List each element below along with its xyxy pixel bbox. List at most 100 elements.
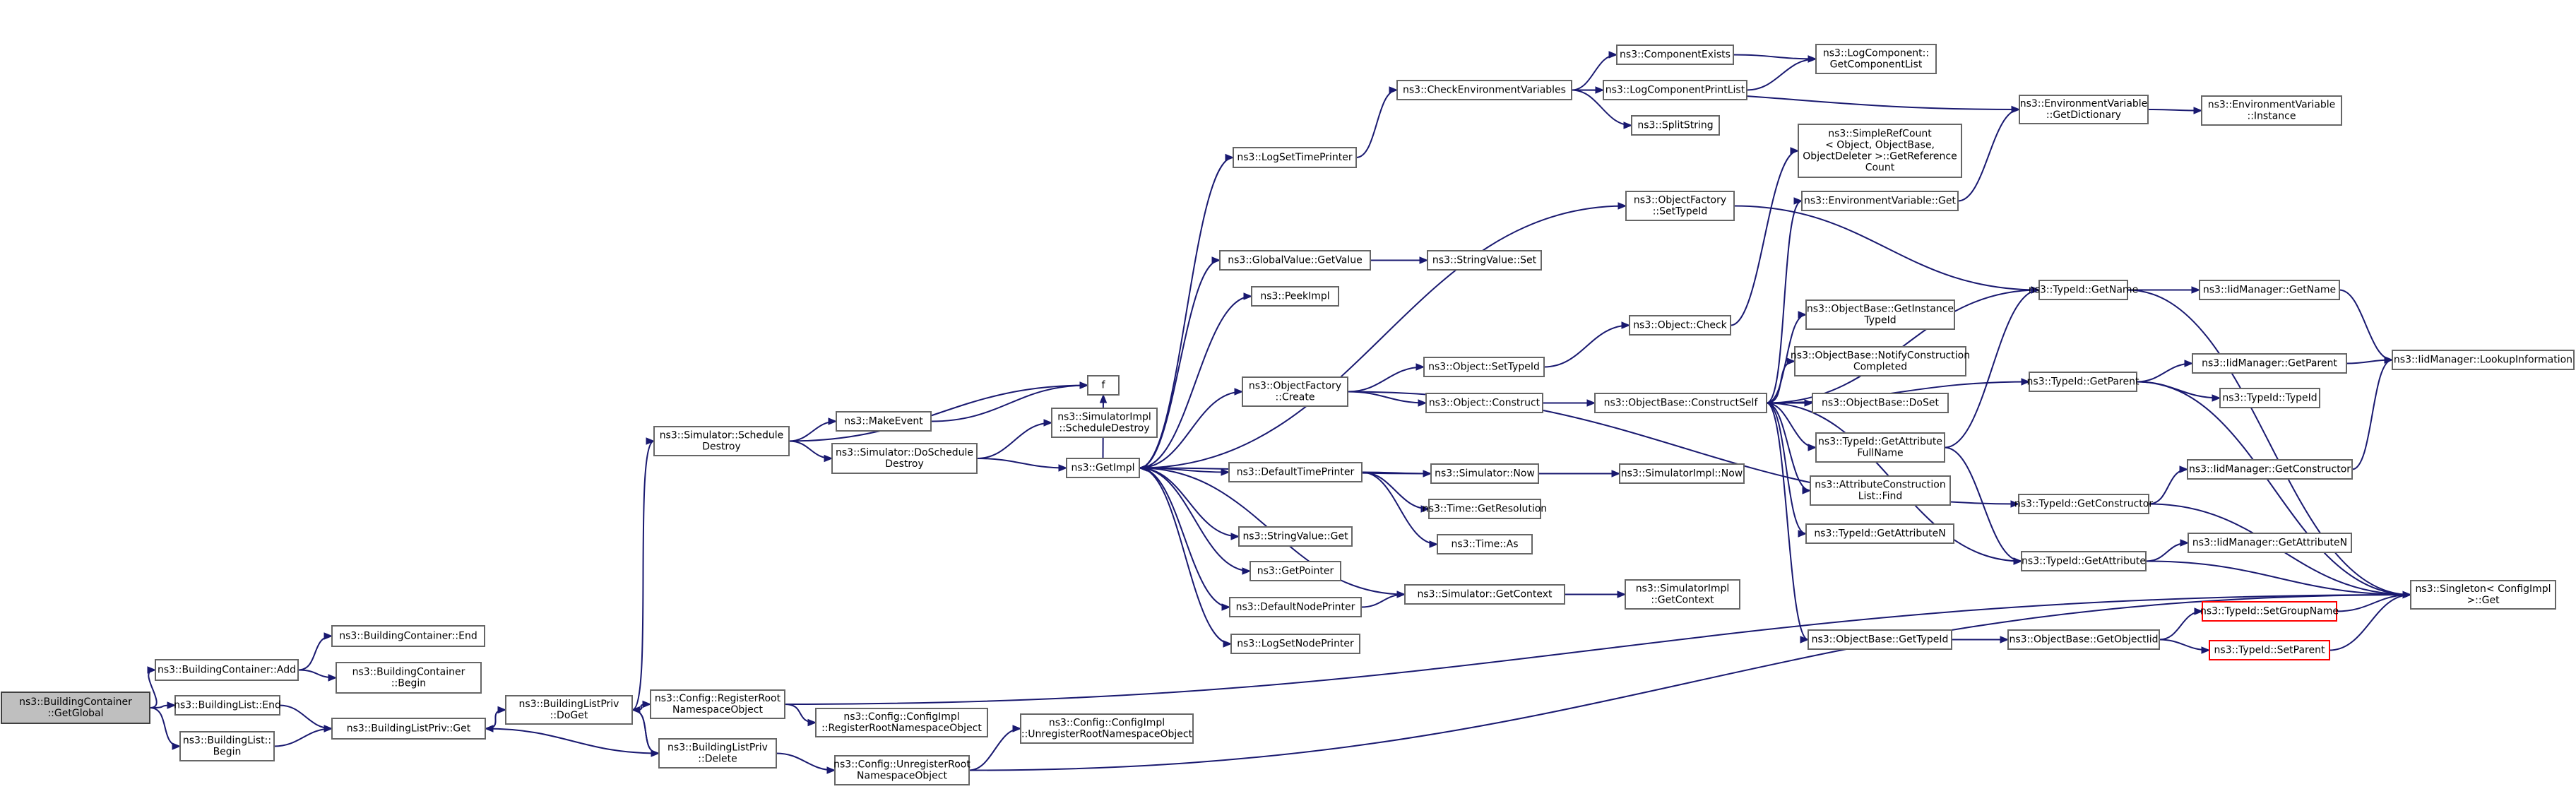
node-box <box>2019 95 2149 124</box>
call-edge-sched-dosched <box>788 440 833 463</box>
node-obdoset[interactable]: ns3::ObjectBase::DoSet <box>1812 393 1949 413</box>
node-singleton[interactable]: ns3::Singleton< ConfigImpl>::Get <box>2410 580 2556 610</box>
node-box <box>2209 640 2330 660</box>
node-label: ns3::Config::UnregisterRoot <box>833 759 971 771</box>
arrow-head-icon <box>2194 607 2204 615</box>
node-box <box>1798 124 1962 178</box>
node-simnow[interactable]: ns3::Simulator::Now <box>1430 463 1539 484</box>
call-edge-obconstruct-tidattrn <box>1766 402 1808 538</box>
node-box <box>1815 44 1937 74</box>
node-box <box>2021 551 2147 571</box>
node-envinst[interactable]: ns3::EnvironmentVariable::Instance <box>2201 95 2342 126</box>
call-edge-tidattr-singleton <box>2145 560 2412 599</box>
node-simpleref[interactable]: ns3::SimpleRefCount< Object, ObjectBase,… <box>1798 124 1962 178</box>
node-simimpsd[interactable]: ns3::SimulatorImpl::ScheduleDestroy <box>1051 408 1158 438</box>
node-obgettid[interactable]: ns3::ObjectBase::GetTypeId <box>1808 629 1952 650</box>
node-bcend[interactable]: ns3::BuildingContainer::End <box>331 625 485 647</box>
node-lognode[interactable]: ns3::LogSetNodePrinter <box>1230 634 1360 654</box>
node-simimpctx[interactable]: ns3::SimulatorImpl::GetContext <box>1625 579 1740 610</box>
node-cfgunreg[interactable]: ns3::Config::ConfigImpl::UnregisterRootN… <box>1020 713 1194 744</box>
node-ofsettid[interactable]: ns3::ObjectFactory::SetTypeId <box>1625 191 1735 221</box>
node-gvget[interactable]: ns3::GlobalValue::GetValue <box>1219 250 1371 271</box>
node-label: ns3::SimpleRefCount <box>1828 129 1932 140</box>
node-obgetoid[interactable]: ns3::ObjectBase::GetObjectIid <box>2007 629 2160 650</box>
node-label: ns3::TypeId::TypeId <box>2222 393 2317 404</box>
node-getimpl[interactable]: ns3::GetImpl <box>1066 458 1140 478</box>
node-deftime[interactable]: ns3::DefaultTimePrinter <box>1228 462 1363 482</box>
node-blend[interactable]: ns3::BuildingList::End <box>174 695 281 716</box>
node-blbegin[interactable]: ns3::BuildingList::Begin <box>179 731 275 761</box>
node-peek[interactable]: ns3::PeekImpl <box>1251 286 1339 307</box>
node-blpdel[interactable]: ns3::BuildingListPriv::Delete <box>658 738 777 769</box>
node-iidattrn[interactable]: ns3::IidManager::GetAttributeN <box>2188 533 2352 553</box>
node-tidcons[interactable]: ns3::TypeId::GetConstructor <box>2014 494 2153 514</box>
node-objcheck[interactable]: ns3::Object::Check <box>1629 315 1731 336</box>
node-timeres[interactable]: ns3::Time::GetResolution <box>1423 499 1547 519</box>
node-sched[interactable]: ns3::Simulator::ScheduleDestroy <box>653 426 790 456</box>
node-timeas[interactable]: ns3::Time::As <box>1437 534 1533 554</box>
arrow-head-icon <box>1420 505 1430 513</box>
node-ofcreate[interactable]: ns3::ObjectFactory::Create <box>1242 376 1348 407</box>
call-edge-simnow-simimpnow <box>1538 470 1621 477</box>
node-label: ns3::TypeId::GetParent <box>2027 376 2139 388</box>
node-iidname[interactable]: ns3::IidManager::GetName <box>2199 280 2340 300</box>
arrow-head-icon <box>1243 292 1253 300</box>
node-box <box>179 731 275 761</box>
node-obnotify[interactable]: ns3::ObjectBase::NotifyConstructionCompl… <box>1791 346 1970 376</box>
node-simgetctx[interactable]: ns3::Simulator::GetContext <box>1404 584 1565 605</box>
node-label: ::GetDictionary <box>2046 109 2121 121</box>
node-box <box>2392 350 2575 370</box>
node-makeev[interactable]: ns3::MakeEvent <box>836 411 932 432</box>
node-box <box>505 695 633 725</box>
node-box <box>1808 629 1952 650</box>
node-iidlookup[interactable]: ns3::IidManager::LookupInformation <box>2392 350 2575 370</box>
node-objsettid[interactable]: ns3::Object::SetTypeId <box>1423 357 1545 377</box>
node-box <box>1051 408 1158 438</box>
node-box <box>174 695 280 716</box>
node-tidattrn[interactable]: ns3::TypeId::GetAttributeN <box>1805 523 1954 544</box>
node-getcomplist[interactable]: ns3::LogComponent::GetComponentList <box>1815 44 1937 74</box>
nodes-layer: ns3::BuildingContainer::GetGlobalns3::Bu… <box>1 44 2575 785</box>
node-setparent[interactable]: ns3::TypeId::SetParent <box>2209 640 2330 660</box>
node-svget[interactable]: ns3::StringValue::Get <box>1238 526 1353 547</box>
call-edge-blpdel-blpget <box>484 725 660 754</box>
node-tidattr[interactable]: ns3::TypeId::GetAttribute <box>2021 551 2147 571</box>
node-tidname[interactable]: ns3::TypeId::GetName <box>2029 280 2138 300</box>
node-unreg[interactable]: ns3::Config::UnregisterRootNamespaceObje… <box>833 755 971 785</box>
node-cfgreg[interactable]: ns3::Config::ConfigImpl::RegisterRootNam… <box>815 708 988 737</box>
node-tidtid[interactable]: ns3::TypeId::TypeId <box>2219 388 2320 408</box>
node-logcomplist[interactable]: ns3::LogComponentPrintList <box>1603 80 1747 100</box>
node-envdict[interactable]: ns3::EnvironmentVariable::GetDictionary <box>2019 95 2149 124</box>
node-iidparent[interactable]: ns3::IidManager::GetParent <box>2192 353 2347 374</box>
node-simimpnow[interactable]: ns3::SimulatorImpl::Now <box>1619 463 1745 484</box>
node-bcadd[interactable]: ns3::BuildingContainer::Add <box>155 659 299 681</box>
call-edge-tidparent-singleton <box>2136 381 2412 599</box>
node-getptr[interactable]: ns3::GetPointer <box>1250 561 1341 581</box>
arrow-head-icon <box>642 700 652 708</box>
node-tidparent[interactable]: ns3::TypeId::GetParent <box>2027 372 2139 392</box>
node-compexists[interactable]: ns3::ComponentExists <box>1616 45 1734 65</box>
call-edge-ofsettid-tidname <box>1733 205 2041 294</box>
node-regroot[interactable]: ns3::Config::RegisterRootNamespaceObject <box>650 689 785 719</box>
node-setgroup[interactable]: ns3::TypeId::SetGroupName <box>2200 601 2339 622</box>
node-bcbegin[interactable]: ns3::BuildingContainer::Begin <box>336 662 482 694</box>
node-iidcons[interactable]: ns3::IidManager::GetConstructor <box>2187 459 2353 480</box>
node-checkenv[interactable]: ns3::CheckEnvironmentVariables <box>1396 80 1572 100</box>
node-doget[interactable]: ns3::BuildingListPriv::DoGet <box>505 695 633 725</box>
node-logtime[interactable]: ns3::LogSetTimePrinter <box>1233 147 1357 168</box>
node-envget[interactable]: ns3::EnvironmentVariable::Get <box>1801 191 1959 211</box>
node-f[interactable]: f <box>1087 375 1120 396</box>
node-svset[interactable]: ns3::StringValue::Set <box>1427 250 1542 271</box>
node-defnode[interactable]: ns3::DefaultNodePrinter <box>1229 597 1362 617</box>
node-split[interactable]: ns3::SplitString <box>1631 115 1720 136</box>
node-label: List::Find <box>1858 491 1903 502</box>
node-blpget[interactable]: ns3::BuildingListPriv::Get <box>331 718 486 740</box>
call-edge-getimpl-svget <box>1139 467 1240 540</box>
node-obconstruct[interactable]: ns3::ObjectBase::ConstructSelf <box>1594 393 1767 413</box>
node-box <box>1238 526 1353 547</box>
node-objcons[interactable]: ns3::Object::Construct <box>1425 393 1543 413</box>
